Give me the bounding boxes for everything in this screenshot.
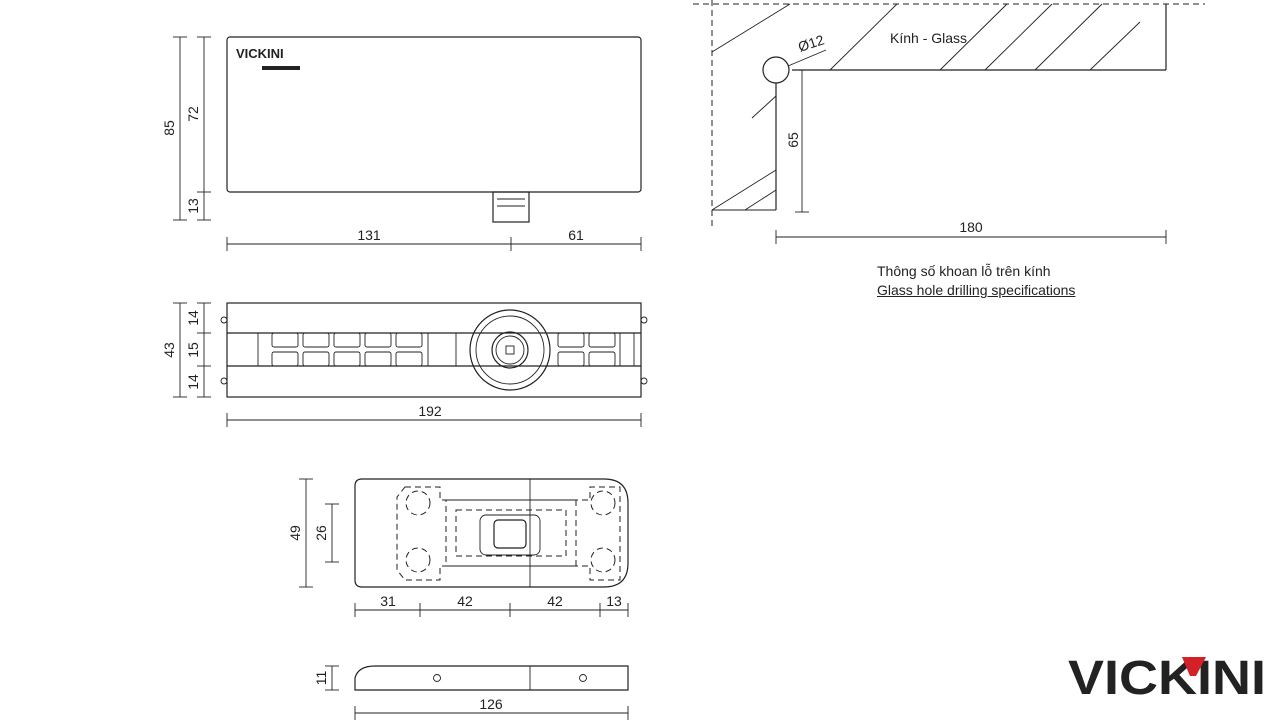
dim-height-65: 65: [785, 132, 801, 148]
glass-label: Kính - Glass: [890, 30, 967, 46]
dim-width-42-left: 42: [457, 593, 473, 609]
brand-logo-text: VICKINI: [1068, 652, 1266, 705]
dim-height-72: 72: [185, 106, 201, 122]
dim-width-126: 126: [479, 696, 503, 712]
glass-detail: Ø12 Kính - Glass 65 180: [693, 0, 1205, 244]
dim-height-14-top: 14: [185, 310, 201, 326]
small-logo: VICKINI: [236, 46, 284, 61]
plate-view: 49 26 31 42 42 13: [287, 478, 629, 617]
dim-height-11: 11: [313, 671, 329, 686]
front-view: 43 14 15 14 192: [161, 302, 648, 427]
hole-diameter-label: Ø12: [796, 31, 826, 54]
dim-width-42-right: 42: [547, 593, 563, 609]
dim-height-26: 26: [313, 525, 329, 541]
dim-height-15: 15: [185, 342, 201, 358]
side-plate-view: 11 126: [313, 665, 629, 720]
vickini-logo: VICKINI: [1068, 652, 1266, 705]
note-vietnamese: Thông số khoan lỗ trên kính: [877, 263, 1051, 279]
note-english: Glass hole drilling specifications: [877, 282, 1076, 298]
dim-width-61: 61: [568, 227, 584, 243]
dim-width-31: 31: [380, 593, 396, 609]
dim-height-43: 43: [161, 342, 177, 358]
dim-height-85: 85: [161, 120, 177, 136]
dim-width-192: 192: [418, 403, 442, 419]
dim-height-14-bottom: 14: [185, 374, 201, 390]
dim-height-49: 49: [287, 525, 303, 541]
top-view: VICKINI 85 72 13 131 61: [161, 36, 642, 251]
dim-width-180: 180: [959, 219, 983, 235]
dim-width-13: 13: [606, 593, 622, 609]
dim-width-131: 131: [357, 227, 381, 243]
dim-height-13: 13: [185, 198, 201, 214]
